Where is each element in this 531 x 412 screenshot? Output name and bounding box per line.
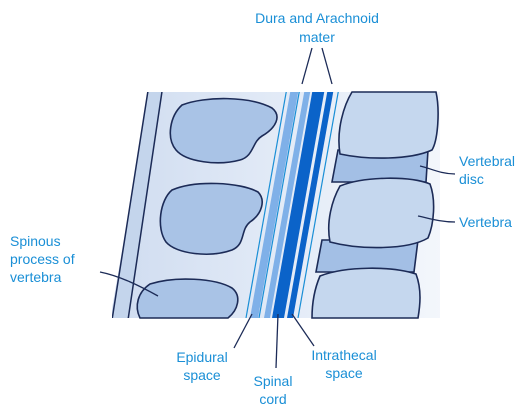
label-spinous-line3: vertebra	[10, 269, 62, 285]
leader-spinal-cord	[276, 314, 278, 368]
label-vertebra: Vertebra	[459, 214, 512, 230]
label-spinal-line1: Spinal	[254, 373, 293, 389]
leader-epidural	[234, 314, 252, 348]
label-vertebral-disc-line2: disc	[459, 171, 484, 187]
leader-intrathecal	[292, 314, 314, 346]
label-vertebral-disc-line1: Vertebral	[459, 153, 515, 169]
label-intrathecal-line2: space	[325, 365, 363, 381]
label-epidural-line2: space	[183, 367, 221, 383]
label-intrathecal-line1: Intrathecal	[311, 347, 376, 363]
label-epidural-line1: Epidural	[176, 349, 227, 365]
label-spinous-line2: process of	[10, 251, 75, 267]
vertebra-upper	[339, 92, 438, 158]
label-spinous-line1: Spinous	[10, 233, 61, 249]
spinous-process-bottom	[137, 279, 238, 318]
label-dura-line1: Dura and Arachnoid	[255, 10, 379, 26]
vertebra-middle	[329, 178, 434, 247]
vertebra-lower	[312, 268, 420, 318]
label-spinal-line2: cord	[259, 391, 286, 407]
leader-dura-left	[302, 48, 312, 84]
leader-dura-right	[322, 48, 332, 84]
label-dura-line2: mater	[299, 29, 335, 45]
